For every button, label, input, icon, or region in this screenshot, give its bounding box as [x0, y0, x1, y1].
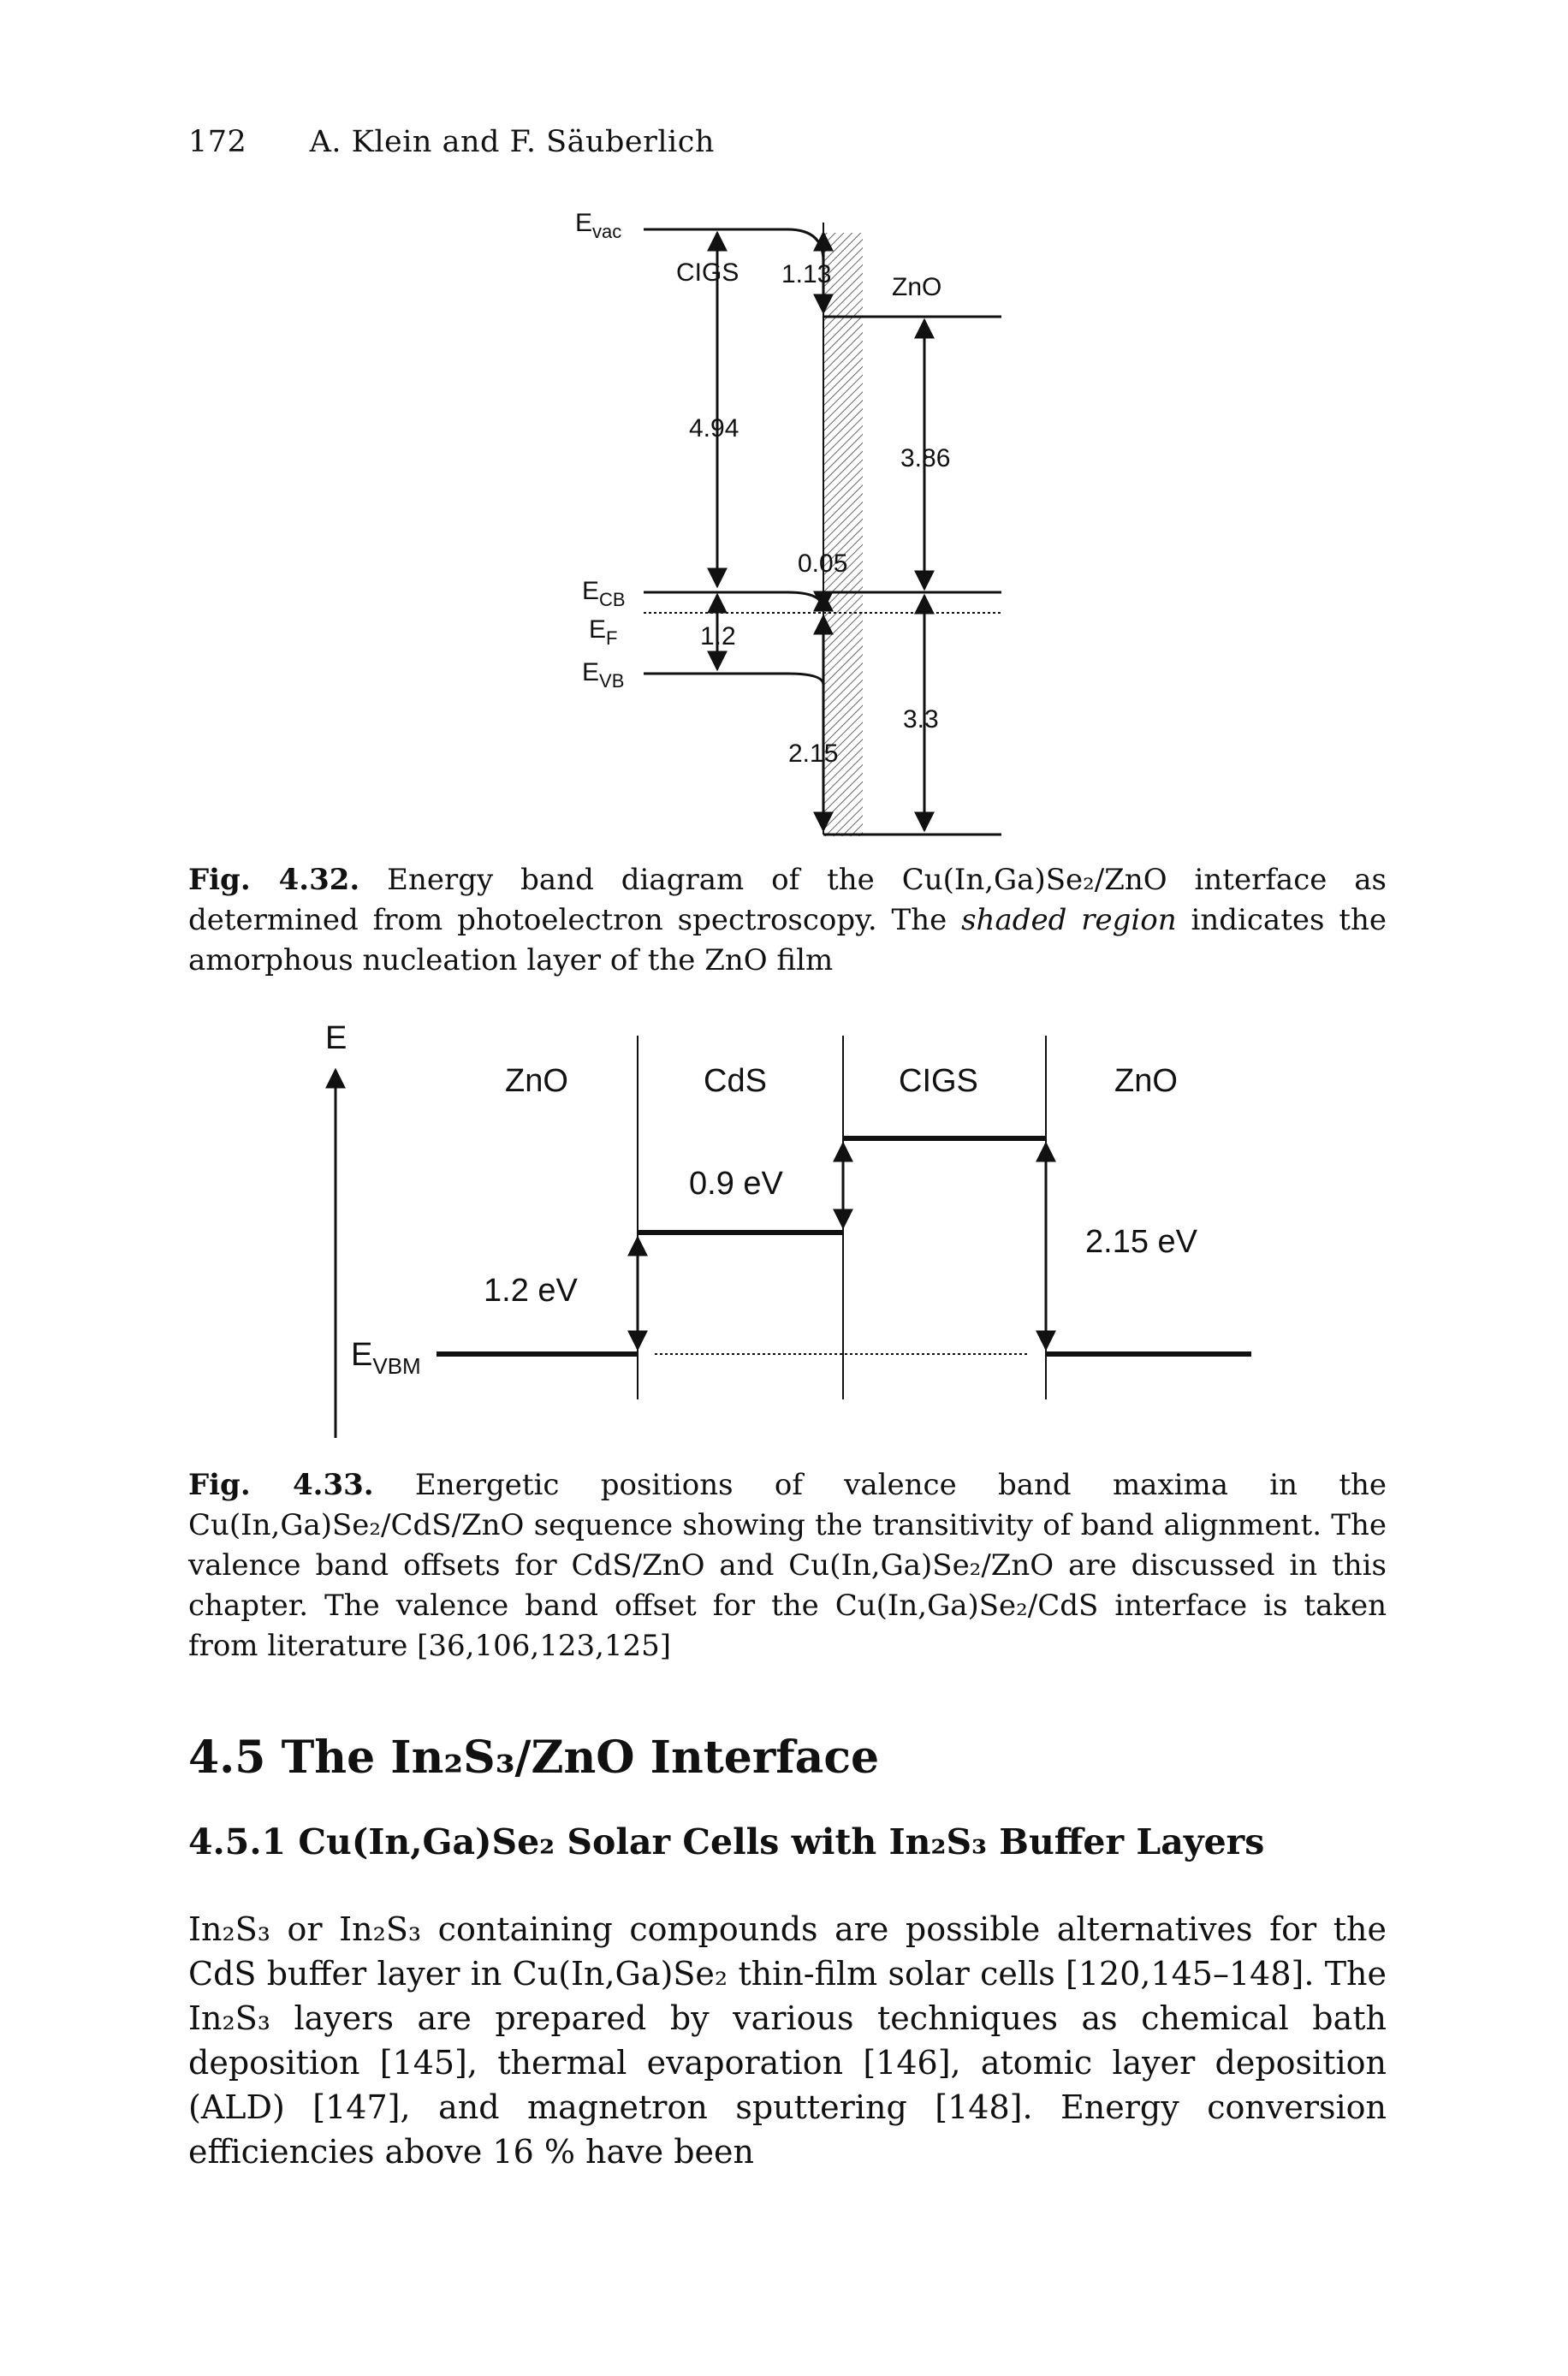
col-zno-right: ZnO: [1114, 1063, 1178, 1099]
col-cds: CdS: [704, 1063, 767, 1099]
figure-4-33-caption: Fig. 4.33. Energetic positions of valenc…: [188, 1465, 1387, 1666]
page-header: 172 A. Klein and F. Säuberlich: [188, 125, 715, 159]
caption-italic: shaded region: [961, 903, 1177, 937]
figure-4-32-band-diagram: Evac ECB EF EVB CIGS ZnO 1.13 4.94 3.86 …: [575, 209, 1001, 836]
zno-label: ZnO: [892, 273, 941, 301]
value-3-3: 3.3: [903, 705, 939, 734]
section-title: 4.5 The In₂S₃/ZnO Interface: [188, 1732, 880, 1784]
ef-label: EF: [589, 615, 617, 649]
value-2-15: 2.15: [788, 740, 838, 768]
value-4-94: 4.94: [689, 414, 739, 443]
energy-axis-label: E: [325, 1020, 347, 1056]
cigs-evac-level: [644, 228, 825, 262]
caption-label: Fig. 4.33.: [188, 1468, 374, 1502]
figure-4-32-caption: Fig. 4.32. Energy band diagram of the Cu…: [188, 860, 1387, 981]
cigs-evb-level: [644, 672, 825, 686]
value-1-2: 1.2: [700, 622, 736, 650]
col-cigs: CIGS: [899, 1063, 978, 1099]
caption-text: Energy band diagram of the Cu(In,Ga)Se₂/…: [188, 863, 1387, 937]
caption-label: Fig. 4.32.: [188, 863, 360, 897]
value-0-05: 0.05: [798, 549, 847, 578]
ecb-label: ECB: [582, 577, 626, 610]
evbm-label: EVBM: [351, 1337, 421, 1379]
col-zno-left: ZnO: [505, 1063, 568, 1099]
caption-text-2: indicates the amorphous nucleation layer…: [188, 903, 1387, 977]
running-head-authors: A. Klein and F. Säuberlich: [309, 125, 715, 159]
evb-label: EVB: [582, 658, 624, 692]
body-paragraph: In₂S₃ or In₂S₃ containing compounds are …: [188, 1910, 1387, 2171]
caption-text: Energetic positions of valence band maxi…: [188, 1468, 1387, 1663]
value-0-9-ev: 0.9 eV: [689, 1166, 784, 1202]
figure-4-33-vbm-diagram: E EVBM ZnO CdS CIGS ZnO 0.9 eV 1.2 eV 2.…: [325, 1020, 1251, 1438]
value-1-2-ev: 1.2 eV: [484, 1273, 579, 1309]
vbm-levels: [437, 1136, 1251, 1357]
page-number: 172: [188, 125, 247, 159]
value-3-86: 3.86: [900, 444, 950, 472]
value-1-13: 1.13: [781, 260, 831, 288]
cigs-label: CIGS: [676, 258, 739, 287]
subsection-title: 4.5.1 Cu(In,Ga)Se₂ Solar Cells with In₂S…: [188, 1821, 1265, 1862]
cigs-ecb-level: [644, 591, 825, 610]
value-2-15-ev: 2.15 eV: [1085, 1224, 1198, 1260]
evac-label: Evac: [575, 209, 621, 242]
